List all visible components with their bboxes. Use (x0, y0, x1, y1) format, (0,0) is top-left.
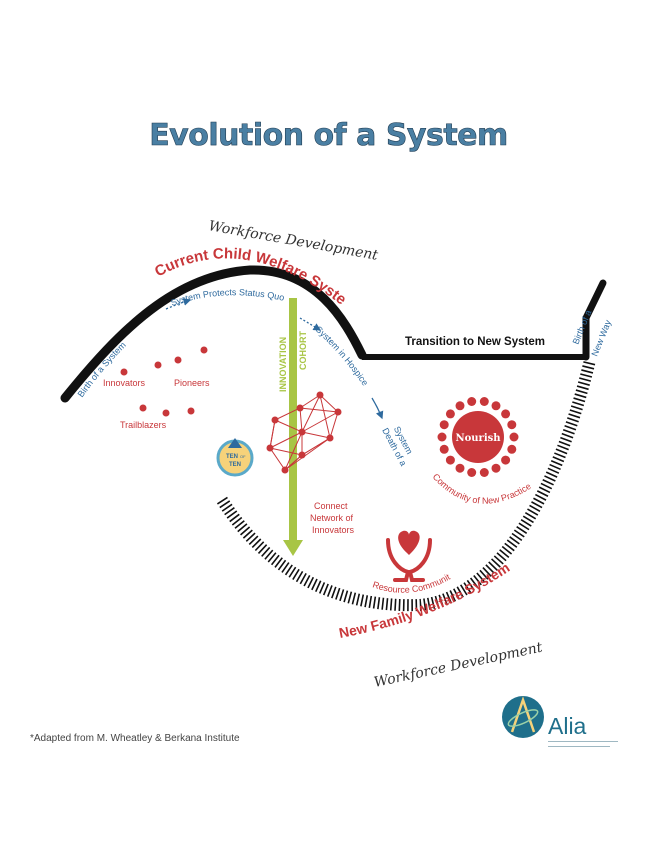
nourish-ring-dot (479, 468, 489, 477)
nourish-ring-dot (467, 397, 477, 406)
network-node (316, 391, 324, 399)
transition-label: Transition to New System (405, 336, 545, 348)
nourish-ring-dot (507, 420, 517, 430)
red-dot (120, 368, 128, 376)
red-dot (187, 407, 195, 415)
nourish-ring-dot (509, 432, 519, 442)
new-system-label: New Family Welfare System (338, 559, 513, 641)
birth-new-way-bracket (582, 279, 607, 361)
birth-new-way-label: Birth of a New Way (571, 309, 614, 358)
nourish-ring-dot (439, 420, 449, 430)
network-node (334, 408, 342, 416)
ten-of-ten-badge: TEN OF TEN (216, 438, 254, 477)
connect-label-line3: Innovators (312, 525, 355, 535)
connect-label-line1: Connect (314, 501, 348, 511)
network-node (298, 428, 306, 436)
red-dot (154, 361, 162, 369)
ten-badge-line1: TEN (226, 454, 238, 460)
nourish-ring-dot (507, 444, 517, 454)
nourish-ring-dot (467, 468, 477, 477)
nourish-ring-dot (445, 409, 455, 419)
alia-tagline-line (548, 746, 610, 747)
nourish-circle (452, 411, 504, 463)
nourish-ring-dot (491, 463, 501, 473)
innovator-dots (120, 346, 208, 417)
handwritten-bottom-label: Workforce Development (373, 639, 545, 690)
nourish-ring-dot (439, 444, 449, 454)
innovation-cohort-arrowhead (283, 540, 303, 556)
nourish-ring-dot (455, 401, 465, 411)
alia-logo-icon (502, 696, 544, 738)
nourish-ring-dot (437, 432, 447, 442)
trailblazers-label: Trailblazers (120, 420, 167, 430)
alia-tagline-line (548, 741, 618, 742)
new-system-dashed-curve (216, 358, 596, 612)
network-node (281, 466, 289, 474)
birth-new-way-line1: Birth of a (571, 309, 594, 346)
innovation-cohort-arrow-shaft (289, 298, 297, 543)
community-practice-label: Community of New Practice (431, 472, 533, 506)
innovation-cohort-line1: INNOVATION (278, 337, 288, 392)
red-dot (162, 409, 170, 417)
red-dot (174, 356, 182, 364)
network-node (266, 444, 274, 452)
nourish-ring-dot (479, 397, 489, 406)
network-nodes (266, 391, 342, 474)
nourish-ring-dot (501, 455, 511, 465)
nourish-dot-ring (437, 397, 519, 477)
death-of-system-label: Death of a System (380, 425, 415, 468)
hospice-arrow (299, 317, 322, 331)
red-dot (200, 346, 208, 354)
nourish-ring-dot (501, 409, 511, 419)
innovation-cohort-line2: COHORT (298, 331, 308, 370)
nourish-ring-dot (445, 455, 455, 465)
pioneers-label: Pioneers (174, 378, 210, 388)
red-dot (139, 404, 147, 412)
ten-badge-line2: TEN (229, 462, 241, 468)
current-system-label: Current Child Welfare System (0, 0, 349, 308)
nourish-ring-dot (491, 401, 501, 411)
network-node (326, 434, 334, 442)
innovation-cohort-label: INNOVATION COHORT (278, 331, 308, 392)
footnote: *Adapted from M. Wheatley & Berkana Inst… (30, 733, 240, 744)
current-system-curve (60, 265, 367, 403)
innovators-label: Innovators (103, 378, 146, 388)
network-node (271, 416, 279, 424)
nourish-label: Nourish (455, 433, 501, 444)
page-title: Evolution of a System (149, 118, 509, 154)
alia-logo-text: Alia (548, 713, 587, 739)
birth-new-way-line2: New Way (589, 318, 613, 358)
network-node (298, 451, 306, 459)
heart-hands-icon (386, 530, 432, 582)
ten-badge-of: OF (240, 454, 246, 459)
death-arrow (371, 397, 384, 420)
network-node (296, 404, 304, 412)
connect-label-line2: Network of (310, 513, 354, 523)
nourish-ring-dot (455, 463, 465, 473)
